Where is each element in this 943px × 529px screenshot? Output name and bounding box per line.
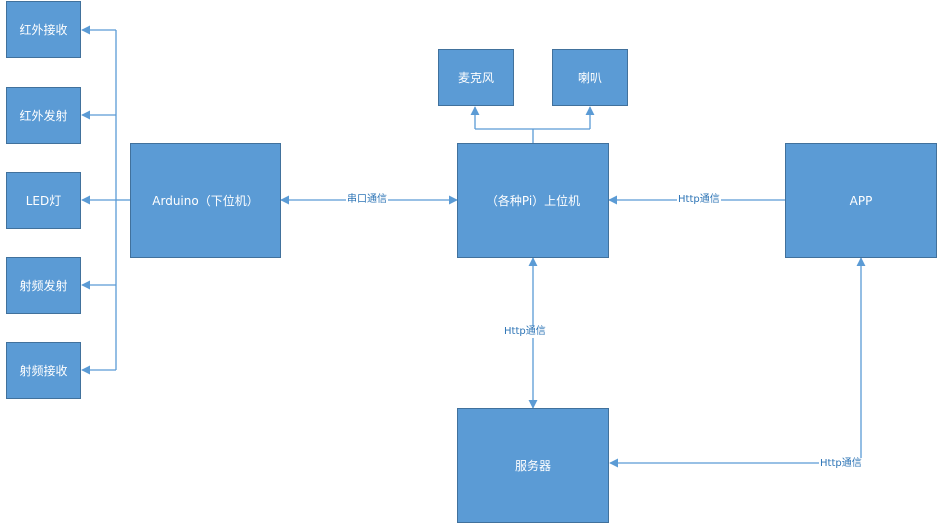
connector-server-app [609,257,866,468]
edge-label-serial: 串口通信 [346,194,388,206]
node-host-label: （各种Pi）上位机 [485,194,581,208]
node-mic: 麦克风 [438,49,514,106]
node-arduino-label: Arduino（下位机） [152,194,259,208]
node-server-label: 服务器 [514,459,551,473]
node-ir-transmit-label: 红外发射 [19,109,68,123]
node-ir-receive-label: 红外接收 [19,23,68,37]
node-app-label: APP [849,193,873,208]
node-rf-transmit: 射频发射 [6,257,81,314]
node-led-label: LED灯 [25,194,62,208]
node-arduino: Arduino（下位机） [130,143,281,258]
node-server: 服务器 [457,408,609,523]
edge-label-http-app-host: Http通信 [677,194,721,206]
node-rf-receive-label: 射频接收 [19,364,68,378]
node-speaker: 喇叭 [552,49,628,106]
node-ir-transmit: 红外发射 [6,87,81,144]
node-led: LED灯 [6,172,81,229]
node-rf-receive: 射频接收 [6,342,81,399]
node-rf-transmit-label: 射频发射 [19,279,68,293]
node-app: APP [785,143,937,258]
edge-label-http-host-server: Http通信 [503,326,547,338]
edge-label-http-server-app: Http通信 [819,458,863,470]
node-host: （各种Pi）上位机 [457,143,609,258]
node-speaker-label: 喇叭 [577,71,602,85]
node-mic-label: 麦克风 [457,71,494,85]
node-ir-receive: 红外接收 [6,1,81,58]
